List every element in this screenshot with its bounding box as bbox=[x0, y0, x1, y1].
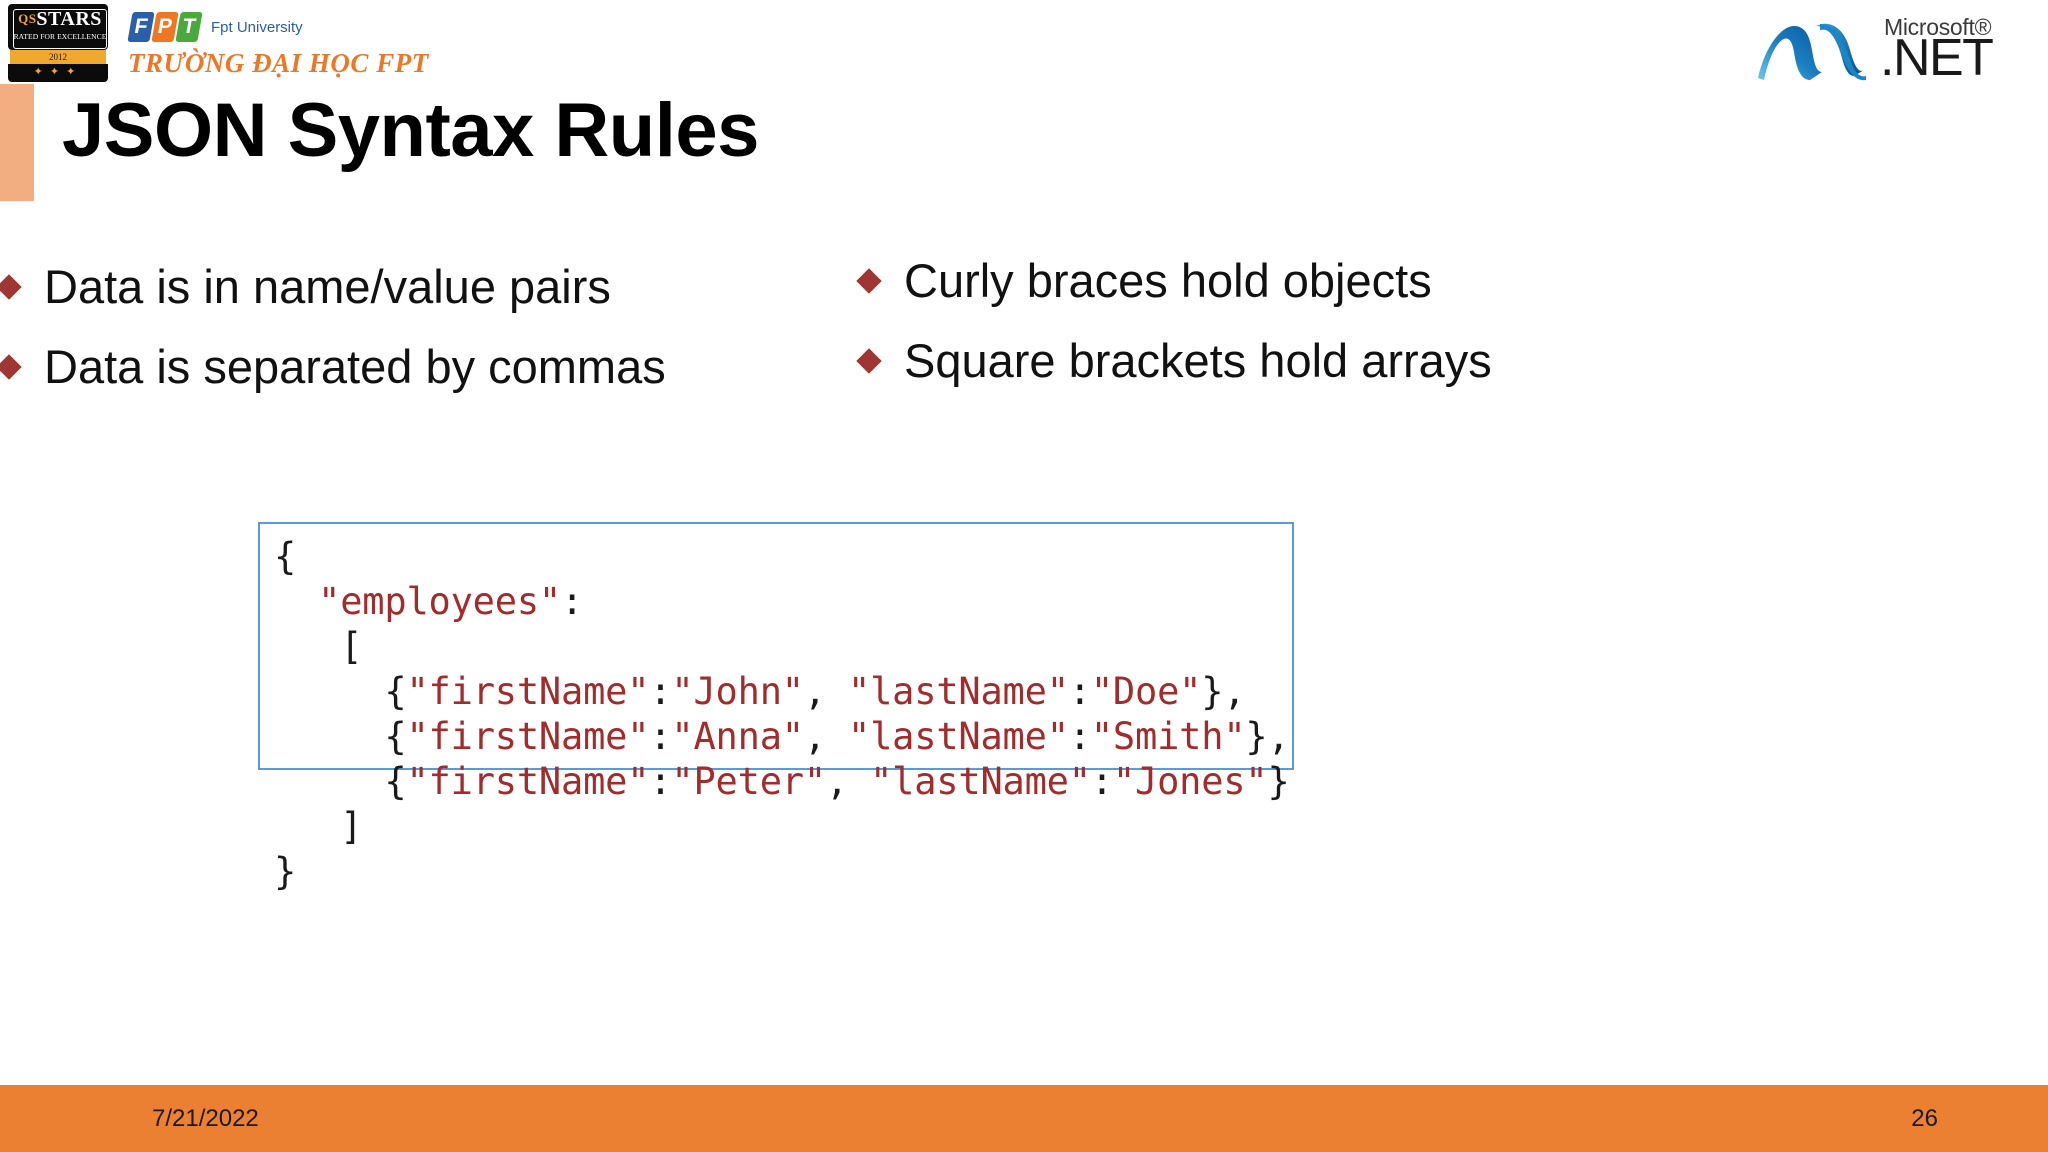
fpt-university-label: Fpt University bbox=[211, 18, 303, 36]
qs-stars-wordmark: QSSTARS bbox=[10, 8, 110, 30]
fpt-letter-mark: F P T bbox=[127, 12, 204, 42]
diamond-bullet-icon bbox=[0, 354, 22, 380]
footer-bar: 7/21/2022 26 bbox=[0, 1085, 2048, 1152]
title-accent-bar bbox=[0, 84, 34, 201]
qs-stars-badge: QSSTARS RATED FOR EXCELLENCE bbox=[8, 4, 108, 50]
bullet-text: Data is in name/value pairs bbox=[44, 260, 611, 313]
list-item: Square brackets hold arrays bbox=[856, 332, 1990, 390]
code-line-2: [ bbox=[274, 625, 363, 668]
footer-date: 7/21/2022 bbox=[152, 1105, 259, 1132]
qs-abbrev: QS bbox=[18, 11, 37, 26]
fpt-letter-p: P bbox=[151, 12, 179, 42]
code-line-7: } bbox=[274, 850, 297, 893]
fpt-university-logo: F P T Fpt University bbox=[127, 8, 303, 46]
dotnet-logo: Microsoft® .NET bbox=[1754, 6, 2034, 84]
diamond-bullet-icon bbox=[856, 348, 882, 374]
qs-stars-word: STARS bbox=[36, 8, 102, 30]
qs-year-badge: 2012 bbox=[10, 50, 106, 64]
fpt-letter-f: F bbox=[127, 12, 155, 42]
bullet-text: Square brackets hold arrays bbox=[904, 334, 1492, 387]
bullet-list-right: Curly braces hold objects Square bracket… bbox=[856, 252, 1990, 412]
list-item: Curly braces hold objects bbox=[856, 252, 1990, 310]
code-line-0: { bbox=[274, 535, 297, 578]
fpt-vietnamese-name: TRƯỜNG ĐẠI HỌC FPT bbox=[128, 48, 429, 78]
dotnet-swoosh-icon bbox=[1758, 23, 1866, 81]
page-title: JSON Syntax Rules bbox=[62, 88, 759, 173]
code-line-4: {"firstName":"Anna", "lastName":"Smith"}… bbox=[274, 715, 1290, 758]
code-line-1: "employees": bbox=[318, 580, 584, 623]
dotnet-microsoft-label: Microsoft® bbox=[1884, 14, 1992, 40]
qs-stars-logo: QSSTARS RATED FOR EXCELLENCE 2012 ✦✦✦ bbox=[8, 4, 108, 82]
code-line-5: {"firstName":"Peter", "lastName":"Jones"… bbox=[274, 760, 1290, 803]
qs-tagline: RATED FOR EXCELLENCE bbox=[13, 32, 107, 41]
diamond-bullet-icon bbox=[0, 274, 22, 300]
list-item: Data is in name/value pairs bbox=[0, 258, 840, 316]
code-line-3: {"firstName":"John", "lastName":"Doe"}, bbox=[274, 670, 1246, 713]
bullet-list-left: Data is in name/value pairs Data is sepa… bbox=[0, 258, 840, 418]
footer-page-number: 26 bbox=[1911, 1105, 1938, 1132]
json-code-block: { "employees": [ {"firstName":"John", "l… bbox=[258, 522, 1294, 893]
code-line-6: ] bbox=[274, 805, 363, 848]
diamond-bullet-icon bbox=[856, 268, 882, 294]
bullet-text: Curly braces hold objects bbox=[904, 254, 1432, 307]
bullet-text: Data is separated by commas bbox=[44, 340, 666, 393]
fpt-letter-t: T bbox=[175, 12, 203, 42]
list-item: Data is separated by commas bbox=[0, 338, 840, 396]
dotnet-net-label: .NET bbox=[1880, 29, 1994, 87]
qs-star-glyphs: ✦✦✦ bbox=[8, 64, 108, 82]
qs-badge-border bbox=[13, 9, 107, 49]
